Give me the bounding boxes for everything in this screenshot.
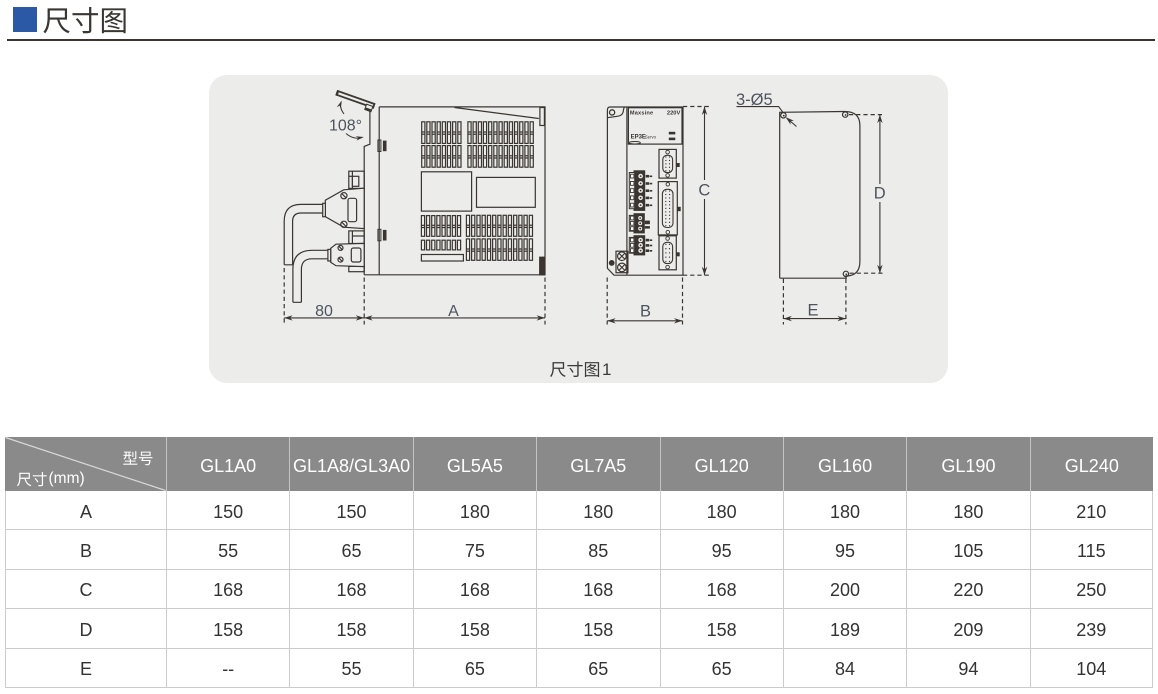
svg-text:EP3E: EP3E xyxy=(631,135,646,141)
svg-text:108°: 108° xyxy=(329,118,362,135)
svg-text:D: D xyxy=(874,185,886,203)
svg-text:3-Ø5: 3-Ø5 xyxy=(736,91,773,109)
svg-text:80: 80 xyxy=(315,303,333,320)
svg-text:Servo: Servo xyxy=(645,134,657,139)
svg-text:220V: 220V xyxy=(667,111,681,117)
svg-text:C: C xyxy=(698,182,710,200)
svg-text:E: E xyxy=(807,302,818,320)
svg-text:1: 1 xyxy=(602,360,611,379)
svg-text:B: B xyxy=(640,303,651,321)
svg-text:(mm): (mm) xyxy=(49,470,85,487)
svg-text:Maxsine: Maxsine xyxy=(630,111,653,117)
svg-text:A: A xyxy=(448,303,459,320)
